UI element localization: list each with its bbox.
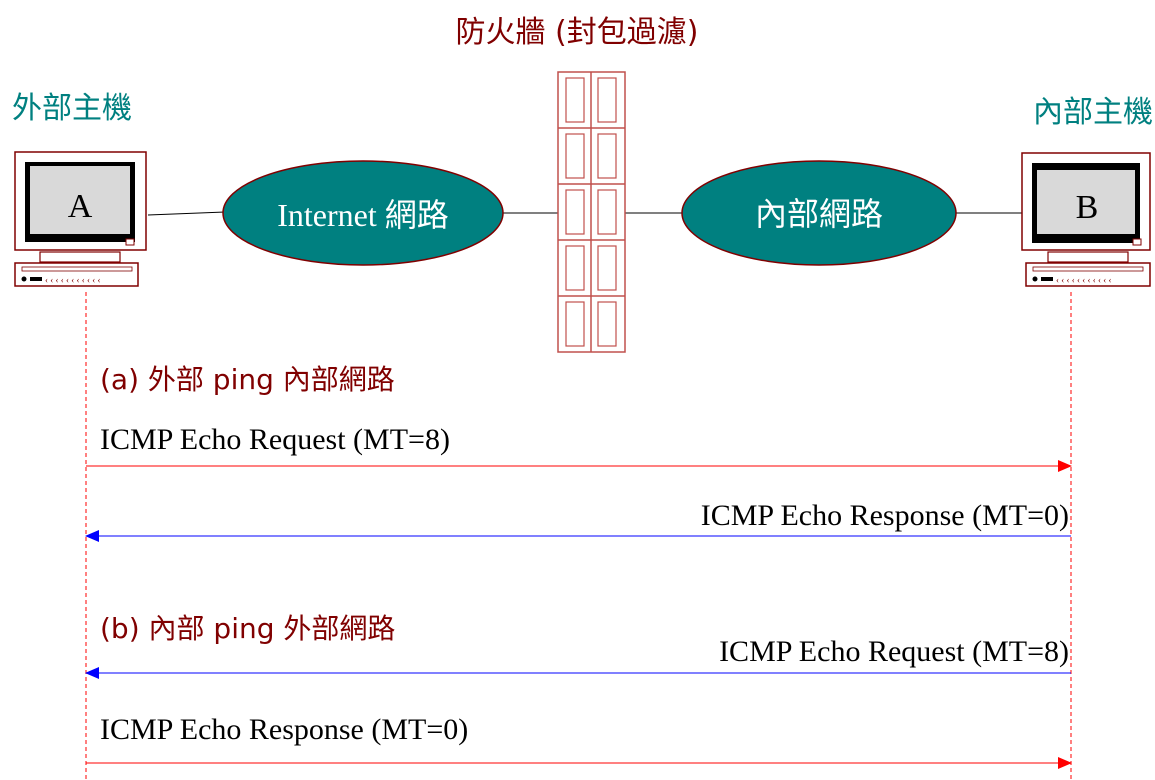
- computer-b-icon: ‹ ‹ ‹ ‹ ‹ ‹ ‹ ‹ ‹ ‹ ‹: [1021, 152, 1151, 287]
- internal-network-label: 內部網路: [755, 195, 883, 233]
- svg-text:‹ ‹ ‹ ‹ ‹ ‹ ‹ ‹ ‹ ‹ ‹: ‹ ‹ ‹ ‹ ‹ ‹ ‹ ‹ ‹ ‹ ‹: [45, 275, 100, 285]
- computer-a-letter: A: [68, 188, 93, 225]
- svg-text:‹ ‹ ‹ ‹ ‹ ‹ ‹ ‹ ‹ ‹ ‹: ‹ ‹ ‹ ‹ ‹ ‹ ‹ ‹ ‹ ‹ ‹: [1056, 275, 1111, 285]
- internal-host-label: 內部主機: [1033, 95, 1153, 130]
- internet-cloud-icon: [222, 160, 504, 266]
- firewall-brick-wall-icon: [557, 71, 626, 353]
- link-a-internet: [147, 211, 226, 216]
- diagram-title: 防火牆 (封包過濾): [456, 15, 699, 50]
- scenario-a-response-label: ICMP Echo Response (MT=0): [701, 499, 1069, 532]
- computer-a-icon: ‹ ‹ ‹ ‹ ‹ ‹ ‹ ‹ ‹ ‹ ‹: [14, 151, 147, 287]
- scenario-a-heading: (a) 外部 ping 內部網路: [100, 363, 395, 396]
- scenario-a-request-label: ICMP Echo Request (MT=8): [100, 423, 450, 456]
- scenario-b-heading: (b) 內部 ping 外部網路: [100, 612, 395, 645]
- external-host-label: 外部主機: [12, 91, 132, 126]
- scenario-b-response-label: ICMP Echo Response (MT=0): [100, 713, 468, 746]
- internet-network-label: Internet 網路: [277, 197, 449, 233]
- internal-network-cloud-icon: [681, 160, 957, 266]
- scenario-b-request-label: ICMP Echo Request (MT=8): [719, 635, 1069, 668]
- computer-b-letter: B: [1076, 189, 1099, 226]
